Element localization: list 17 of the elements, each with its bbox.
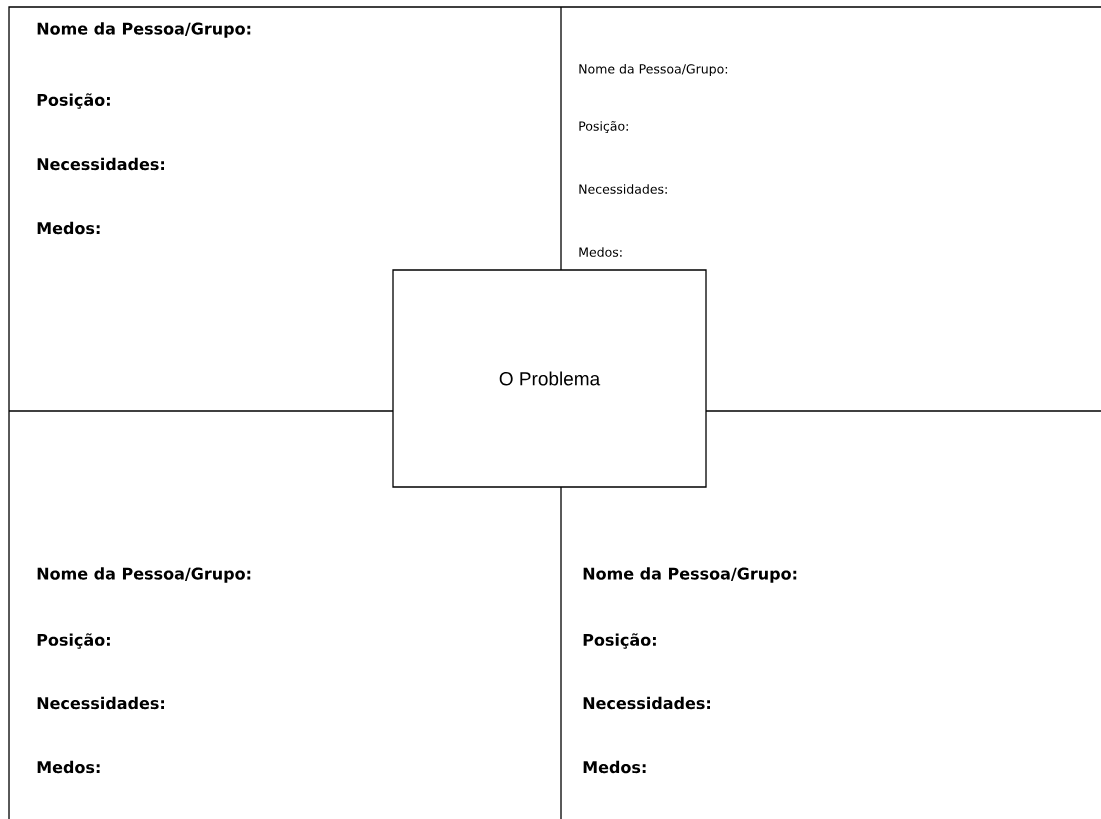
field-label: Medos: [579, 247, 622, 257]
field-label: Nome da Pessoa/Grupo: [37, 22, 251, 38]
field-label: Posição: [37, 93, 110, 109]
field-label: Necessidades: [37, 157, 164, 171]
field-label: Posição: [37, 633, 110, 649]
field-label: Nome da Pessoa/Grupo: [583, 567, 797, 583]
field-label: Posição: [583, 633, 656, 649]
field-label: Nome da Pessoa/Grupo: [37, 567, 251, 583]
field-label: Necessidades: [579, 184, 667, 194]
field-label: Posição: [579, 120, 628, 134]
field-label: Nome da Pessoa/Grupo: [579, 63, 728, 77]
field-label: Medos: [37, 760, 100, 774]
problem-box: O Problema [392, 269, 707, 488]
field-label: Medos: [583, 760, 646, 774]
field-label: Medos: [37, 221, 100, 235]
field-label: Necessidades: [37, 696, 164, 710]
field-label: Necessidades: [583, 696, 710, 710]
